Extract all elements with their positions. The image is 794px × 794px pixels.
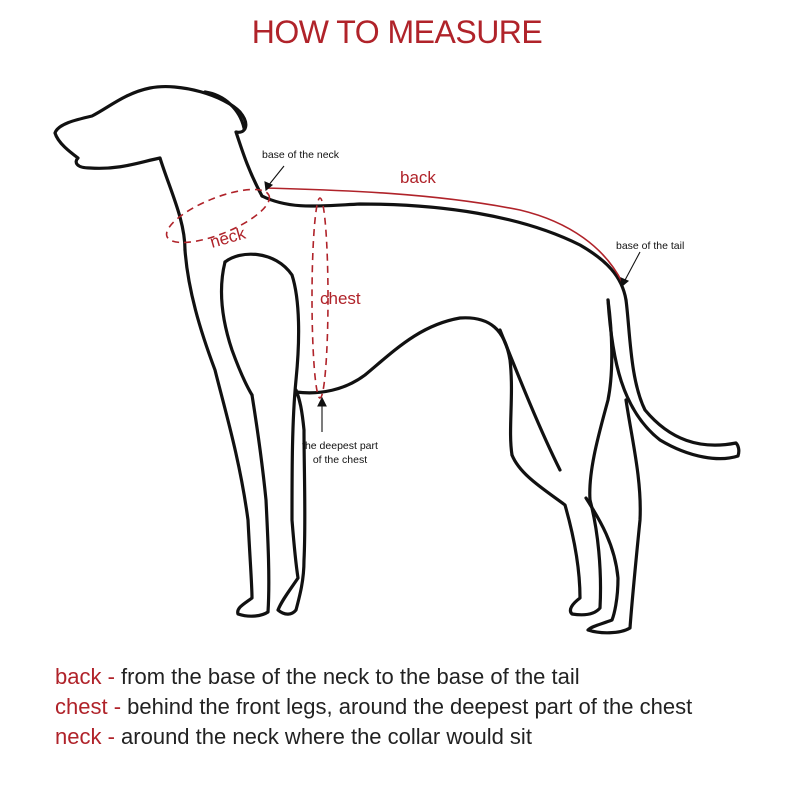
base-of-neck-label: base of the neck [262, 149, 340, 161]
measurement-legend: back - from the base of the neck to the … [55, 662, 692, 752]
chest-label: chest [320, 289, 361, 308]
legend-desc: behind the front legs, around the deepes… [121, 694, 693, 719]
page-title: HOW TO MEASURE [251, 14, 543, 50]
legend-desc: from the base of the neck to the base of… [114, 664, 580, 689]
pointer-arrows [264, 165, 641, 432]
legend-term: back - [55, 664, 115, 689]
dog-silhouette [53, 85, 741, 635]
base-of-tail-label: base of the tail [616, 240, 684, 252]
legend-desc: around the neck where the collar would s… [114, 724, 532, 749]
back-measure-line [265, 187, 623, 283]
legend-item-back: back - from the base of the neck to the … [55, 662, 692, 692]
deepest-part-label-line1: the deepest part [302, 440, 378, 452]
legend-item-neck: neck - around the neck where the collar … [55, 722, 692, 752]
deepest-part-label-line2: of the chest [313, 454, 367, 466]
legend-term: neck - [55, 724, 115, 749]
measurement-guides [165, 187, 623, 399]
neck-label: neck [208, 224, 248, 252]
legend-term: chest - [55, 694, 122, 719]
neck-measure-ellipse [165, 188, 271, 244]
chest-measure-ellipse [311, 197, 329, 399]
legend-item-chest: chest - behind the front legs, around th… [55, 692, 692, 722]
back-label: back [400, 168, 436, 187]
